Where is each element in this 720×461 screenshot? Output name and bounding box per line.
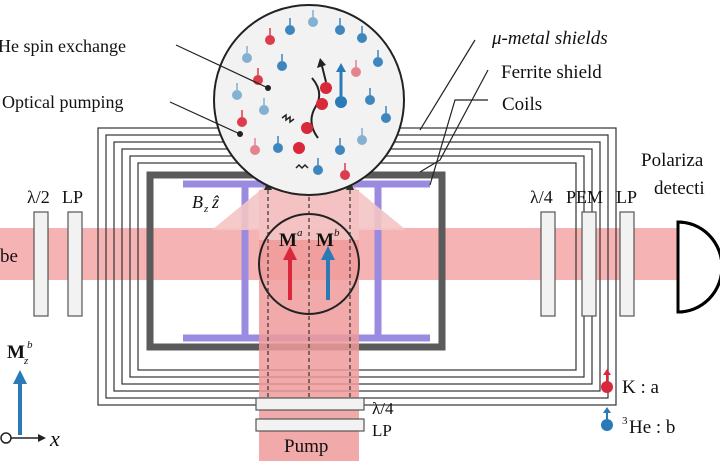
he-atom [357, 128, 367, 145]
lambda2-label: λ/2 [27, 187, 50, 207]
pump-polarizer [255, 418, 365, 432]
legend-k-label: K : a [622, 377, 660, 398]
detector-arc [677, 220, 720, 314]
he-atom [335, 18, 345, 35]
pem [581, 211, 597, 317]
lambda4-pump-label: λ/4 [372, 399, 394, 418]
bz-label: B [192, 192, 203, 212]
mu-metal-label: μ-metal shields [491, 28, 608, 49]
he-atom [373, 50, 383, 67]
mb-superscript: b [334, 227, 340, 239]
he-atom [357, 26, 367, 43]
mz-subscript: z [23, 355, 29, 367]
k-atom [351, 60, 361, 77]
lp-pump-label: LP [372, 421, 392, 440]
right-polarizer [619, 211, 635, 317]
mz-label: M [7, 342, 25, 363]
callout-dot-pumping [237, 131, 243, 137]
zoom-circle [213, 4, 405, 196]
lp-right-label: LP [616, 187, 637, 207]
pem-label: PEM [566, 187, 603, 207]
k-atom [265, 28, 275, 45]
he-atom [381, 106, 391, 123]
lambda4-right-label: λ/4 [530, 187, 553, 207]
polarization-label: Polariza [641, 150, 704, 171]
y-axis-out-icon [0, 432, 12, 444]
legend-he-label: He : b [629, 417, 675, 438]
ma-arrow [283, 246, 297, 300]
legend-he-icon [601, 407, 613, 431]
he-atom [285, 18, 295, 35]
he-atom [232, 83, 242, 100]
coils-label: Coils [502, 94, 542, 115]
spin-exchange-label: He spin exchange [0, 36, 126, 56]
ferrite-label: Ferrite shield [501, 62, 602, 83]
optical-pumping-label: Optical pumping [2, 92, 123, 112]
legend-he-superscript: 3 [622, 415, 628, 427]
callout-lines [169, 39, 489, 186]
he-atom [335, 138, 345, 155]
lp-left-label: LP [62, 187, 83, 207]
pump-quarter-wave-plate [255, 397, 365, 411]
left-polarizer [67, 211, 83, 317]
legend-k-icon [601, 369, 613, 393]
field-lines [267, 190, 351, 410]
he-atom [277, 54, 287, 71]
he-atom [273, 136, 283, 153]
he-atom [313, 158, 323, 175]
bz-subscript: z [203, 203, 209, 215]
ma-superscript: a [297, 227, 303, 239]
ma-label: M [279, 230, 297, 251]
probe-label: be [0, 246, 18, 267]
he-atom [308, 10, 318, 27]
k-atom [250, 138, 260, 155]
x-axis-arrowhead [38, 434, 46, 442]
bz-unit-vector: ẑ [211, 192, 220, 212]
mz-axis-arrow [13, 370, 27, 435]
detector [676, 220, 720, 314]
detection-label: detecti [654, 178, 705, 199]
he-atom [259, 98, 269, 115]
pump-label: Pump [284, 436, 328, 457]
exchange-pair [281, 58, 347, 170]
quarter-wave-plate [540, 211, 556, 317]
mb-arrow [321, 246, 335, 300]
k-atom [340, 163, 350, 180]
half-wave-plate [33, 211, 49, 317]
callout-dot-spin [265, 85, 271, 91]
he-atom [242, 46, 252, 63]
k-atom [237, 110, 247, 127]
he-atom [365, 88, 375, 105]
x-axis-label: x [49, 426, 60, 451]
mz-superscript: b [27, 339, 33, 351]
mb-label: M [316, 230, 334, 251]
